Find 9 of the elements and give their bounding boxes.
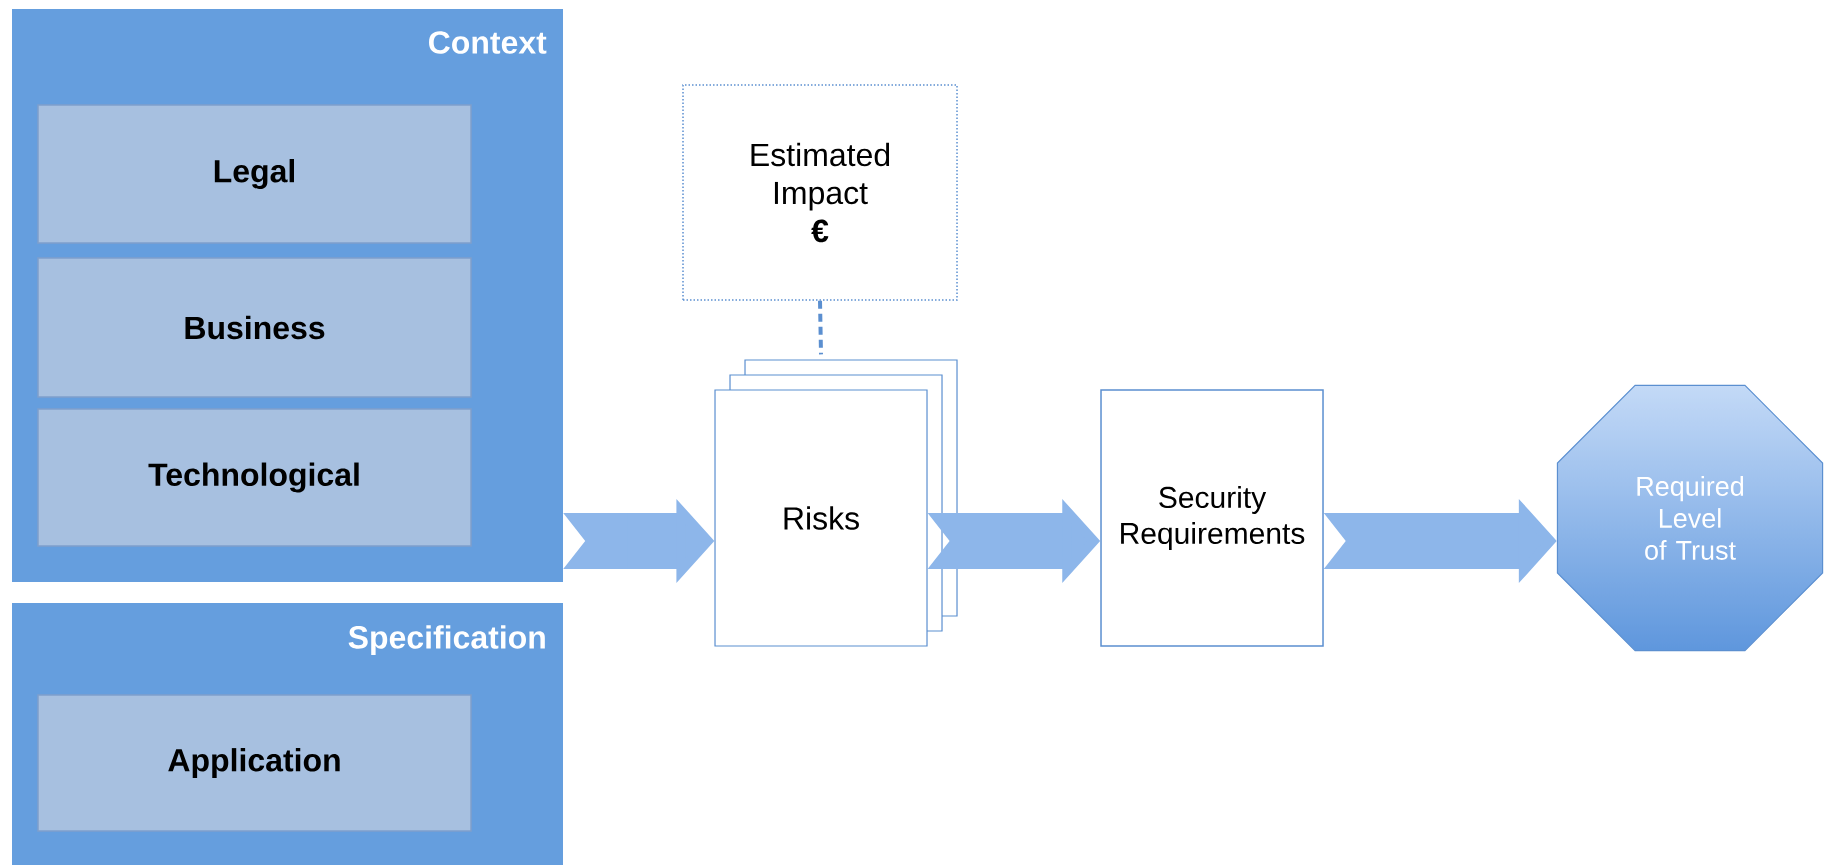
annotation-box: Estimated Impact € (682, 84, 958, 301)
category-box: Business (37, 257, 472, 398)
category-box: Application (37, 694, 472, 832)
connector (818, 300, 823, 355)
category-box: Technological (37, 408, 472, 547)
octagon: Required Level of Trust (1556, 384, 1824, 652)
category-box: Legal (37, 104, 472, 244)
process-box: Security Requirements (1100, 389, 1324, 647)
document-stack: Risks (714, 359, 958, 647)
